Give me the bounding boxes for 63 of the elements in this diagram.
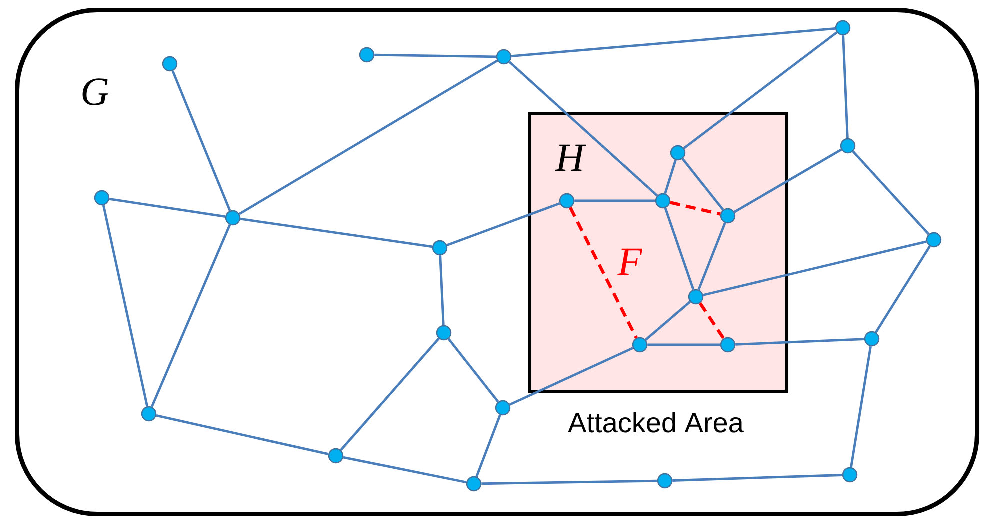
graph-vertex — [926, 232, 942, 248]
graph-vertex — [496, 49, 512, 65]
graph-vertex — [495, 400, 511, 416]
edge — [698, 222, 726, 290]
edge — [374, 54, 496, 58]
edge — [664, 208, 695, 290]
edge — [648, 344, 720, 346]
graph-vertex — [720, 208, 736, 224]
edge — [448, 338, 500, 403]
edge — [574, 200, 656, 202]
edge — [343, 456, 467, 484]
graph-vertex — [670, 145, 686, 161]
area-label: Attacked Area — [568, 412, 744, 433]
graph-vertex — [162, 56, 178, 72]
edge — [156, 414, 329, 456]
graph-vertex — [655, 193, 671, 209]
edge — [842, 36, 849, 138]
graph-vertex — [559, 193, 575, 209]
edge — [508, 61, 658, 197]
edge — [682, 158, 724, 211]
graph-vertex — [141, 406, 157, 422]
graph-vertex — [840, 138, 856, 154]
graph-vertex — [466, 476, 482, 492]
edge — [850, 346, 872, 468]
graph-vertex — [688, 289, 704, 305]
graph-vertex — [359, 47, 375, 63]
graph-vertex — [328, 448, 344, 464]
edge — [439, 256, 445, 326]
edge — [875, 246, 931, 334]
edge — [672, 474, 842, 482]
edge — [645, 301, 692, 341]
edge — [238, 60, 498, 216]
edge — [102, 205, 149, 407]
edge — [852, 150, 930, 236]
edge — [172, 70, 232, 212]
edge — [664, 160, 677, 194]
graph-vertex — [842, 467, 858, 483]
dashed-edge — [569, 207, 638, 339]
edge — [240, 218, 433, 248]
graph-vertex — [657, 473, 673, 489]
graph-vertex — [94, 190, 110, 206]
edge — [446, 202, 560, 246]
edge — [703, 240, 927, 296]
graph-vertex — [225, 210, 241, 226]
edge — [511, 27, 836, 58]
edge — [736, 338, 864, 346]
graph-vertex — [432, 240, 448, 256]
edge — [734, 148, 842, 214]
edge — [509, 347, 634, 406]
graph-vertex — [864, 331, 880, 347]
subgraph-label: F — [618, 248, 643, 276]
edge — [109, 198, 226, 218]
edge — [476, 414, 502, 478]
dashed-edge — [670, 201, 721, 216]
graph-vertex — [436, 325, 452, 341]
edge — [482, 480, 658, 486]
dashed-edge — [698, 302, 726, 340]
graph-vertex — [720, 337, 736, 353]
edge — [340, 338, 440, 452]
graph-vertex — [835, 20, 851, 36]
graph-vertex — [632, 337, 648, 353]
edge — [683, 32, 838, 150]
edge — [150, 224, 232, 408]
